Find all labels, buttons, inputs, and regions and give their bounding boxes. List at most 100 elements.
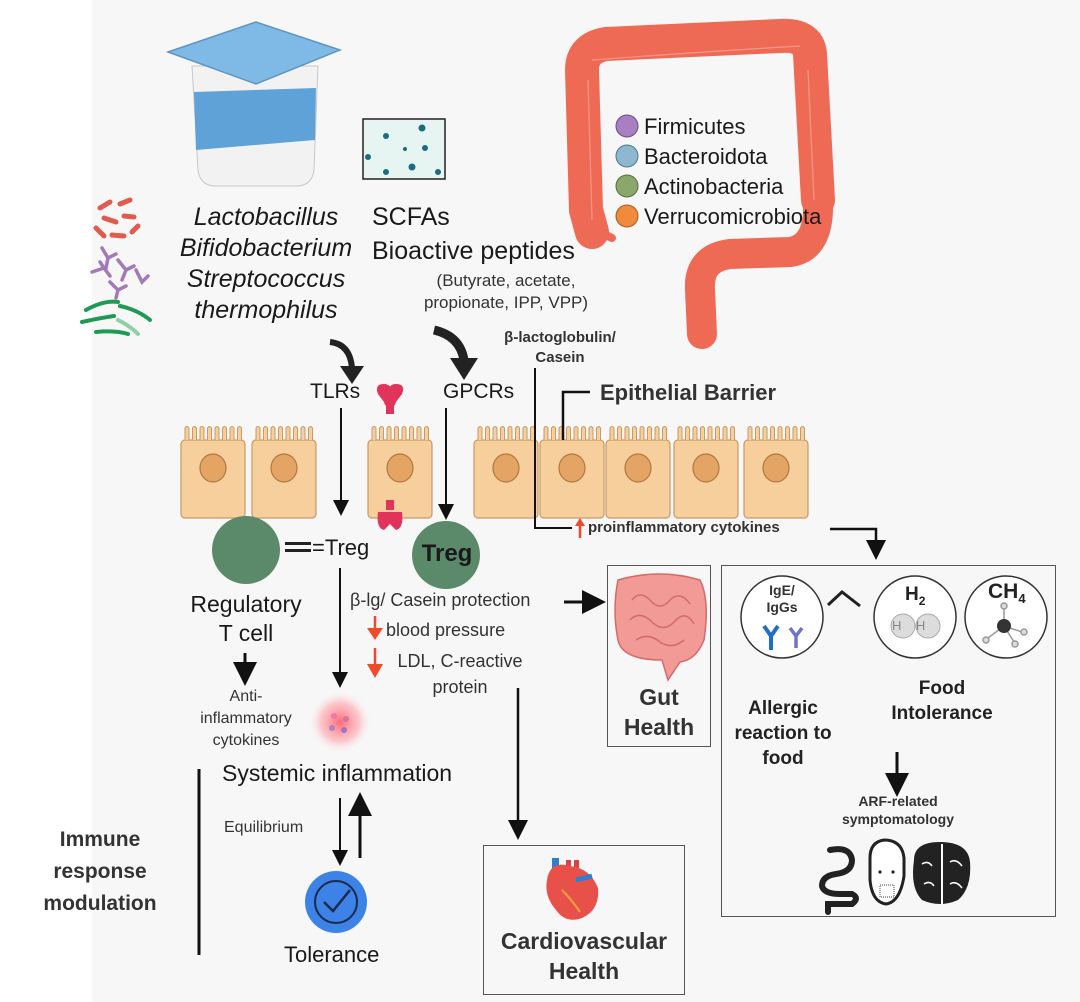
face-icon <box>868 838 906 906</box>
methane-molecule-icon <box>982 602 1028 648</box>
allergic-reaction-label: Allergic reaction to food <box>734 698 832 769</box>
brain-icon <box>913 842 971 904</box>
scfa-particles-icon <box>362 118 446 180</box>
epithelial-barrier-cells <box>180 426 809 519</box>
curved-arrow-metabolites <box>432 325 478 380</box>
arrow-to-adverse-reactions <box>830 527 886 560</box>
bifidobacterium-icon <box>90 246 150 300</box>
metabolites-label: SCFAs Bioactive peptides <box>372 200 575 268</box>
metabolites-detail: (Butyrate, acetate, propionate, IPP, VPP… <box>423 271 589 312</box>
cell-nucleus <box>558 453 586 483</box>
hydrogen-molecule-icon <box>890 613 941 639</box>
probiotic-species-list: Lactobacillus Bifidobacterium Streptococ… <box>176 202 356 326</box>
h2-label: H2 <box>905 584 926 608</box>
systemic-inflammation-icon <box>308 690 372 754</box>
gut-health-label: Gut Health <box>623 684 695 740</box>
casein-protection-label: β-lg/ Casein protection <box>350 590 531 610</box>
regulatory-t-cell-label: Regulatory T cell <box>190 591 302 646</box>
epithelial-cell <box>180 426 246 519</box>
colon-icon <box>565 18 835 349</box>
microvilli <box>747 426 805 440</box>
species-lactobacillus: Lactobacillus <box>193 203 339 231</box>
epithelial-cell <box>743 426 809 519</box>
verrucomicrobiota-dot <box>615 204 639 228</box>
cell-nucleus <box>492 453 520 483</box>
microvilli <box>543 426 601 440</box>
epithelial-barrier-pointer <box>561 390 590 440</box>
legend-actinobacteria: Actinobacteria <box>644 174 784 199</box>
curved-arrow-probiotics <box>329 339 364 384</box>
treg-circle-label: Treg <box>421 540 473 567</box>
tolerance-check-icon <box>305 871 367 933</box>
microvilli <box>609 426 667 440</box>
antibody-circle <box>740 575 824 659</box>
tolerance-label: Tolerance <box>284 942 380 967</box>
microvilli <box>184 426 242 440</box>
epithelial-cell <box>605 426 671 519</box>
arf-symptomatology-label: ARF-related symptomatology <box>841 793 954 827</box>
microvilli <box>371 426 429 440</box>
epithelial-cell <box>673 426 739 519</box>
species-bifidobacterium: Bifidobacterium <box>179 234 353 262</box>
digestive-tract-icon <box>818 846 859 915</box>
lactobacillus-icon <box>93 197 141 239</box>
microvilli <box>677 426 735 440</box>
hydrogen-circle <box>873 575 957 659</box>
colon-texture <box>587 45 815 221</box>
species-thermophilus: thermophilus <box>194 296 338 324</box>
immune-response-modulation-label: Immune response modulation <box>43 828 157 915</box>
cell-nucleus <box>624 453 652 483</box>
cell-nucleus <box>692 453 720 483</box>
hydrogen-atom-label: H H <box>892 618 926 633</box>
equals-treg-label: =Treg <box>312 535 370 560</box>
tlrs-label: TLRs <box>310 380 361 403</box>
cell-nucleus <box>386 453 414 483</box>
systemic-inflammation-label: Systemic inflammation <box>222 760 453 786</box>
antibody-label: IgE/ IgGs <box>766 582 798 615</box>
treg-circle <box>412 521 480 589</box>
firmicutes-dot <box>615 114 639 138</box>
tlr-receptor-icon <box>376 384 404 530</box>
up-arrow-icon <box>575 518 585 538</box>
down-arrow-icon <box>367 648 383 678</box>
equilibrium-label: Equilibrium <box>224 819 304 836</box>
epithelial-cell <box>251 426 317 519</box>
ldl-crp-label: LDL, C-reactive protein <box>397 651 523 697</box>
gut-health-box: Gut Health <box>607 565 711 747</box>
proinflammatory-cytokines-label: proinflammatory cytokines <box>588 519 780 536</box>
streptococcus-icon <box>80 299 152 336</box>
regulatory-t-cell-circle <box>212 516 280 584</box>
cardiovascular-health-label: Cardiovascular Health <box>500 928 668 984</box>
species-streptococcus: Streptococcus <box>186 265 346 293</box>
blood-pressure-label: blood pressure <box>386 620 506 640</box>
proinflammatory-pathway-line <box>534 368 572 529</box>
cell-nucleus <box>270 453 298 483</box>
beta-lactoglobulin-casein-label: β-lactoglobulin/ Casein <box>504 329 616 366</box>
down-arrow-icon <box>367 616 383 640</box>
scfas-label: SCFAs <box>372 203 450 231</box>
actinobacteria-dot <box>615 174 639 198</box>
yogurt-cup-icon <box>165 21 343 187</box>
food-intolerance-label: Food Intolerance <box>891 678 993 724</box>
bioactive-peptides-label: Bioactive peptides <box>372 237 575 265</box>
antibody-icon <box>762 624 804 650</box>
epithelial-cell <box>473 426 539 519</box>
cell-nucleus <box>762 453 790 483</box>
ch4-label: CH4 <box>988 580 1026 607</box>
heart-icon <box>546 858 599 920</box>
legend-bacteroidota: Bacteroidota <box>644 144 768 169</box>
cell-nucleus <box>199 453 227 483</box>
microvilli <box>477 426 535 440</box>
gpcrs-label: GPCRs <box>443 380 515 403</box>
caret-icon <box>826 590 861 608</box>
legend-verrucomicrobiota: Verrucomicrobiota <box>644 204 822 229</box>
cardiovascular-health-box: Cardiovascular Health <box>483 845 685 995</box>
legend-firmicutes: Firmicutes <box>644 114 746 139</box>
epithelial-cell <box>367 426 433 519</box>
microvilli <box>255 426 313 440</box>
epithelial-cell <box>539 426 605 519</box>
bacteroidota-dot <box>615 144 639 168</box>
epithelial-barrier-label: Epithelial Barrier <box>600 380 777 405</box>
equals-bar <box>285 542 311 545</box>
